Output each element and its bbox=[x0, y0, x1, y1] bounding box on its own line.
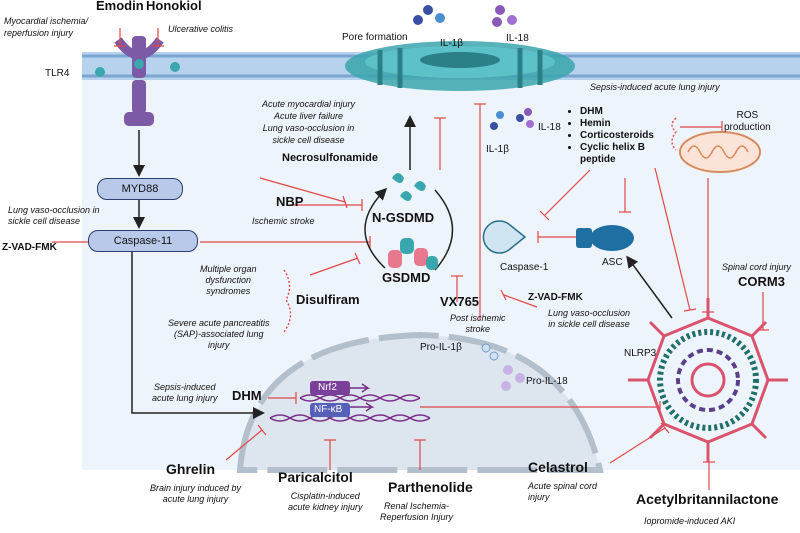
disease-disulfiram-1: Multiple organ dysfunction syndromes bbox=[200, 264, 257, 296]
mitochondrion bbox=[679, 131, 761, 173]
drug-nbp: NBP bbox=[276, 194, 304, 209]
drug-list-item: Cyclic helix B peptide bbox=[580, 142, 680, 166]
drug-honokiol: Honokiol bbox=[146, 0, 202, 13]
disease-sepsis-top: Sepsis-induced acute lung injury bbox=[590, 82, 720, 92]
disease-corm3: Spinal cord injury bbox=[722, 262, 792, 272]
disease-disulfiram-2: Severe acute pancreatitis (SAP)-associat… bbox=[168, 318, 270, 350]
label-il1b-mid: IL-1β bbox=[486, 144, 509, 155]
caspase1-shape bbox=[482, 220, 527, 254]
n-gsdmd-fragments bbox=[392, 173, 426, 201]
nrf2-box bbox=[310, 381, 350, 395]
disease-celastrol: Acute spinal cord injury bbox=[528, 481, 598, 502]
drug-celastrol: Celastrol bbox=[528, 459, 588, 475]
label-il1b-top: IL-1β bbox=[440, 38, 463, 49]
disease-gsdmd-top: Acute myocardial injury Acute liver fail… bbox=[262, 99, 356, 145]
disease-parthenolide: Renal Ischemia- Reperfusion Injury bbox=[380, 501, 454, 522]
label-pro-il18: Pro-IL-18 bbox=[526, 376, 568, 387]
myd88-box: MYD88 bbox=[97, 178, 183, 200]
disease-caspase11: Lung vaso-occlusion in sickle cell disea… bbox=[8, 205, 100, 226]
asc-shape bbox=[576, 225, 634, 251]
label-n-gsdmd: N-GSDMD bbox=[372, 210, 435, 225]
tlr4-receptor bbox=[114, 36, 164, 126]
drug-paricalcitol: Paricalcitol bbox=[278, 469, 353, 485]
label-ros: ROS production bbox=[724, 110, 771, 133]
caspase11-box: Caspase-11 bbox=[88, 230, 198, 252]
label-pro-il1b: Pro-IL-1β bbox=[420, 342, 462, 353]
gsdmd-pore bbox=[345, 41, 575, 91]
drug-list: DHM Hemin Corticosteroids Cyclic helix B… bbox=[570, 106, 680, 166]
drug-zvad-mid: Z-VAD-FMK bbox=[528, 292, 583, 303]
label-nfkb: NF-κB bbox=[314, 404, 343, 415]
dna-strands bbox=[269, 394, 431, 422]
drug-corm3: CORM3 bbox=[738, 274, 785, 289]
disease-vx765: Post ischemic stroke bbox=[450, 313, 506, 334]
drug-parthenolide: Parthenolide bbox=[388, 479, 473, 495]
label-pore-formation: Pore formation bbox=[342, 32, 408, 43]
drug-vx765: VX765 bbox=[440, 294, 480, 309]
drug-list-item: DHM bbox=[580, 106, 680, 118]
nlrp3-inflammasome bbox=[628, 298, 788, 462]
disease-dhm-nucleus: Sepsis-induced acute lung injury bbox=[152, 382, 218, 403]
drug-ghrelin: Ghrelin bbox=[166, 461, 216, 477]
disease-acetylbritannilactone: Iopromide-induced AKI bbox=[644, 516, 736, 526]
disease-nbp: Ischemic stroke bbox=[252, 216, 315, 226]
disease-emodin: Myocardial ischemia/ reperfusion injury bbox=[4, 16, 89, 38]
label-nlrp3: NLRP3 bbox=[624, 348, 657, 359]
disease-paricalcitol: Cisplatin-induced acute kidney injury bbox=[288, 491, 363, 512]
drug-zvad-left: Z-VAD-FMK bbox=[2, 242, 57, 253]
drug-list-item: Hemin bbox=[580, 118, 680, 130]
drug-emodin: Emodin bbox=[96, 0, 144, 13]
label-il18-top: IL-18 bbox=[506, 33, 529, 44]
disease-ghrelin: Brain injury induced by acute lung injur… bbox=[150, 483, 242, 504]
label-asc: ASC bbox=[602, 257, 623, 268]
label-caspase1: Caspase-1 bbox=[500, 262, 549, 273]
drug-necrosulfonamide: Necrosulfonamide bbox=[282, 152, 378, 164]
label-tlr4: TLR4 bbox=[45, 68, 70, 79]
label-il18-mid: IL-18 bbox=[538, 122, 561, 133]
disease-zvad-mid: Lung vaso-occlusion in sickle cell disea… bbox=[548, 308, 631, 329]
drug-list-item: Corticosteroids bbox=[580, 130, 680, 142]
label-nrf2: Nrf2 bbox=[318, 382, 337, 393]
disease-honokiol: Ulcerative colitis bbox=[168, 24, 234, 34]
gsdmd-full bbox=[388, 238, 438, 270]
drug-disulfiram: Disulfiram bbox=[296, 292, 360, 307]
drug-acetylbritannilactone: Acetylbritannilactone bbox=[636, 491, 779, 507]
drug-dhm-nucleus: DHM bbox=[232, 388, 262, 403]
nfkb-box bbox=[310, 403, 350, 417]
label-gsdmd: GSDMD bbox=[382, 270, 431, 285]
